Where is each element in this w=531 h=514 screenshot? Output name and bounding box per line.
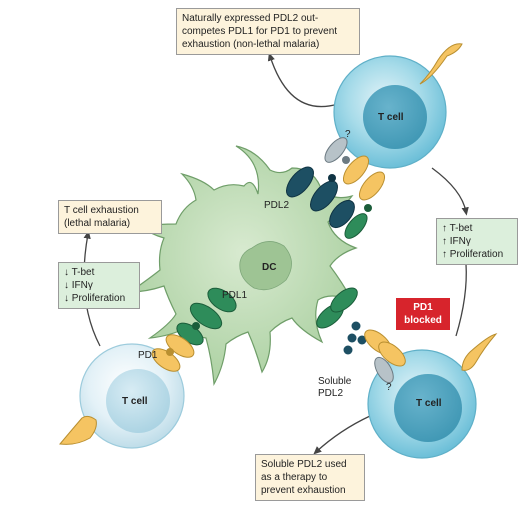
- soluble-pdl2-complex: [316, 287, 406, 384]
- effect-ifng-down: ↓ IFNγ: [64, 280, 93, 291]
- note-left: T cell exhaustion (lethal malaria): [58, 200, 162, 234]
- arrow-to-top-note: [267, 52, 339, 108]
- note-top-line: exhaustion (non-lethal malaria): [182, 39, 320, 50]
- question-mark-bottom: ?: [386, 382, 392, 393]
- label-soluble-line: Soluble: [318, 376, 352, 387]
- t-cell-left: [79, 343, 185, 449]
- label-tcell-bottom: T cell: [416, 398, 442, 409]
- pd1-blocked-badge: PD1 blocked: [396, 298, 450, 330]
- note-left-line: T cell exhaustion: [64, 205, 139, 216]
- label-pd1: PD1: [138, 350, 158, 361]
- question-mark-top: ?: [345, 129, 351, 140]
- pd1-free-right: [461, 333, 498, 371]
- label-tcell-left: T cell: [122, 396, 148, 407]
- dendritic-cell: [128, 145, 358, 387]
- note-top-line: competes PDL1 for PD1 to prevent: [182, 26, 338, 37]
- pd1-blocked-line: PD1: [413, 302, 433, 313]
- label-soluble-line: PDL2: [318, 388, 344, 399]
- label-pdl1: PDL1: [222, 290, 248, 301]
- note-bottom-line: prevent exhaustion: [261, 485, 346, 496]
- pd1-free-top: [419, 43, 463, 85]
- note-left-line: (lethal malaria): [64, 218, 131, 229]
- effect-proliferation-up: ↑ Proliferation: [442, 249, 504, 260]
- label-tcell-top: T cell: [378, 112, 404, 123]
- effect-proliferation-down: ↓ Proliferation: [64, 293, 126, 304]
- label-dc: DC: [262, 262, 277, 273]
- label-soluble-pdl2: Soluble PDL2: [318, 376, 351, 400]
- label-pdl2: PDL2: [264, 200, 290, 211]
- effect-ifng-up: ↑ IFNγ: [442, 236, 471, 247]
- arrow-top-tcell-to-increase: [431, 167, 469, 216]
- arrow-to-bottom-note: [313, 415, 371, 455]
- note-bottom: Soluble PDL2 used as a therapy to preven…: [255, 454, 365, 501]
- effects-decrease-box: ↓ T-bet ↓ IFNγ ↓ Proliferation: [58, 262, 140, 309]
- effect-tbet-down: ↓ T-bet: [64, 267, 95, 278]
- note-bottom-line: Soluble PDL2 used: [261, 459, 347, 470]
- effects-increase-box: ↑ T-bet ↑ IFNγ ↑ Proliferation: [436, 218, 518, 265]
- effect-tbet-up: ↑ T-bet: [442, 223, 473, 234]
- pdl1-pd1-complex: [151, 287, 237, 372]
- pdl2-pd1-complex: [286, 137, 386, 239]
- note-bottom-line: as a therapy to: [261, 472, 328, 483]
- t-cell-bottom: [367, 349, 477, 459]
- t-cell-top: [333, 55, 447, 169]
- arrow-increase-to-bottom-tcell: [455, 263, 467, 337]
- note-top: Naturally expressed PDL2 out- competes P…: [176, 8, 360, 55]
- pd1-free-left: [59, 415, 97, 445]
- pd1-blocked-line: blocked: [404, 315, 442, 326]
- note-top-line: Naturally expressed PDL2 out-: [182, 13, 319, 24]
